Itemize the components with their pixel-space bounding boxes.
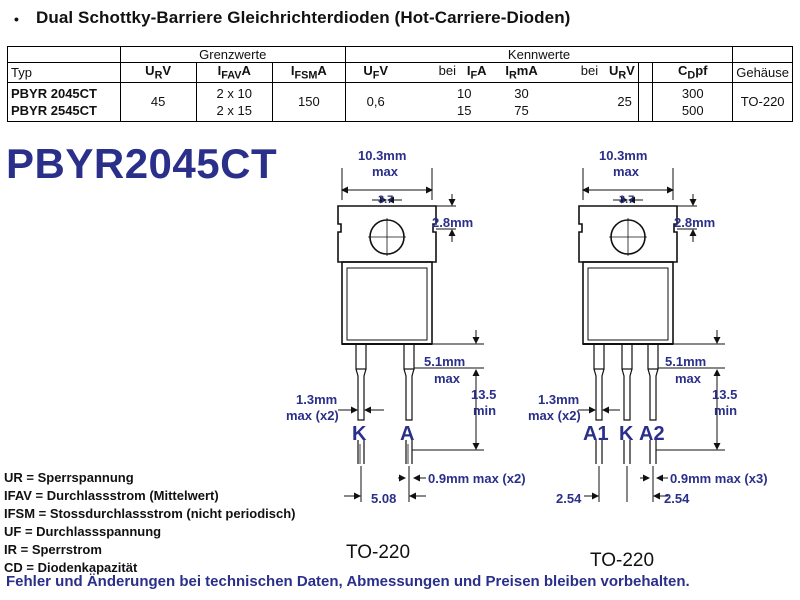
right-body-label-2: max [675,371,702,386]
left-body-label-2: max [434,371,461,386]
left-hole-label: 3.7 [378,194,393,206]
left-leadw-label-2: max (x2) [286,408,339,423]
legend-item: IFSM = Stossdurchlassstrom (nicht period… [4,506,296,521]
left-width-label-1: 10.3mm [358,148,406,163]
cell-ifsm: 150 [271,81,346,122]
legend-item: IFAV = Durchlassstrom (Mittelwert) [4,488,219,503]
cell-spacer [638,81,654,122]
right-pitch-label-2: 2.54 [664,491,690,506]
right-thick-label: 0.9mm max (x3) [670,471,768,486]
col-gehaeuse: Gehäuse [732,62,793,83]
right-lead-label-1: 13.5 [712,387,737,402]
spec-header-row: Typ URV IFAVA IFSMA UFV bei IFA IRmA bei… [7,62,793,83]
left-width-label-2: max [372,164,399,179]
disclaimer-footer: Fehler und Änderungen bei technischen Da… [6,573,690,590]
left-lead-label-1: 13.5 [471,387,496,402]
part-number-title: PBYR2045CT [6,140,278,187]
right-pitch-label-1: 2.54 [556,491,582,506]
left-body-label-1: 5.1mm [424,354,465,369]
drawing-left [337,168,484,502]
left-package-label: TO-220 [346,542,410,563]
left-tab-label: 2.8mm [432,215,473,230]
drawing-right [578,168,725,502]
left-thick-label: 0.9mm max (x2) [428,471,526,486]
spec-table: Grenzwerte Kennwerte Typ URV IFAVA IFSMA… [7,46,793,122]
page-heading: Dual Schottky-Barriere Gleichrichterdiod… [36,8,571,27]
legend-item: UR = Sperrspannung [4,470,134,485]
cell-ur: 45 [119,81,197,122]
right-tab-label: 2.8mm [674,215,715,230]
left-pin-k: K [352,423,367,445]
legend-item: UF = Durchlassspannung [4,524,162,539]
legend-item: IR = Sperrstrom [4,542,102,557]
right-pin-a2: A2 [639,423,665,445]
right-leadw-label-2: max (x2) [528,408,581,423]
left-leadw-label-1: 1.3mm [296,392,337,407]
right-body-label-1: 5.1mm [665,354,706,369]
left-lead-label-2: min [473,403,496,418]
group-kennwerte: Kennwerte [344,46,734,63]
right-width-label-1: 10.3mm [599,148,647,163]
col-ur2: bei URV [553,62,639,83]
left-pitch-label: 5.08 [371,491,396,506]
right-pin-a1: A1 [583,423,609,445]
right-lead-label-2: min [714,403,737,418]
legend-item: CD = Diodenkapazität [4,560,138,575]
cell-ur2: 25 [553,81,639,122]
group-blank-2 [732,46,793,63]
right-leadw-label-1: 1.3mm [538,392,579,407]
right-hole-label: 3.7 [619,194,634,206]
right-package-label: TO-220 [590,550,654,571]
cell-gehaeuse: TO-220 [732,81,793,122]
abbreviation-legend: UR = Sperrspannung IFAV = Durchlassstrom… [4,469,295,577]
right-width-label-2: max [613,164,640,179]
heading-bullet: • [14,11,19,27]
right-pin-k: K [619,423,634,445]
cell-uf: 0,6 [344,81,406,122]
spec-group-row: Grenzwerte Kennwerte [7,46,793,63]
left-pin-a: A [400,423,414,445]
